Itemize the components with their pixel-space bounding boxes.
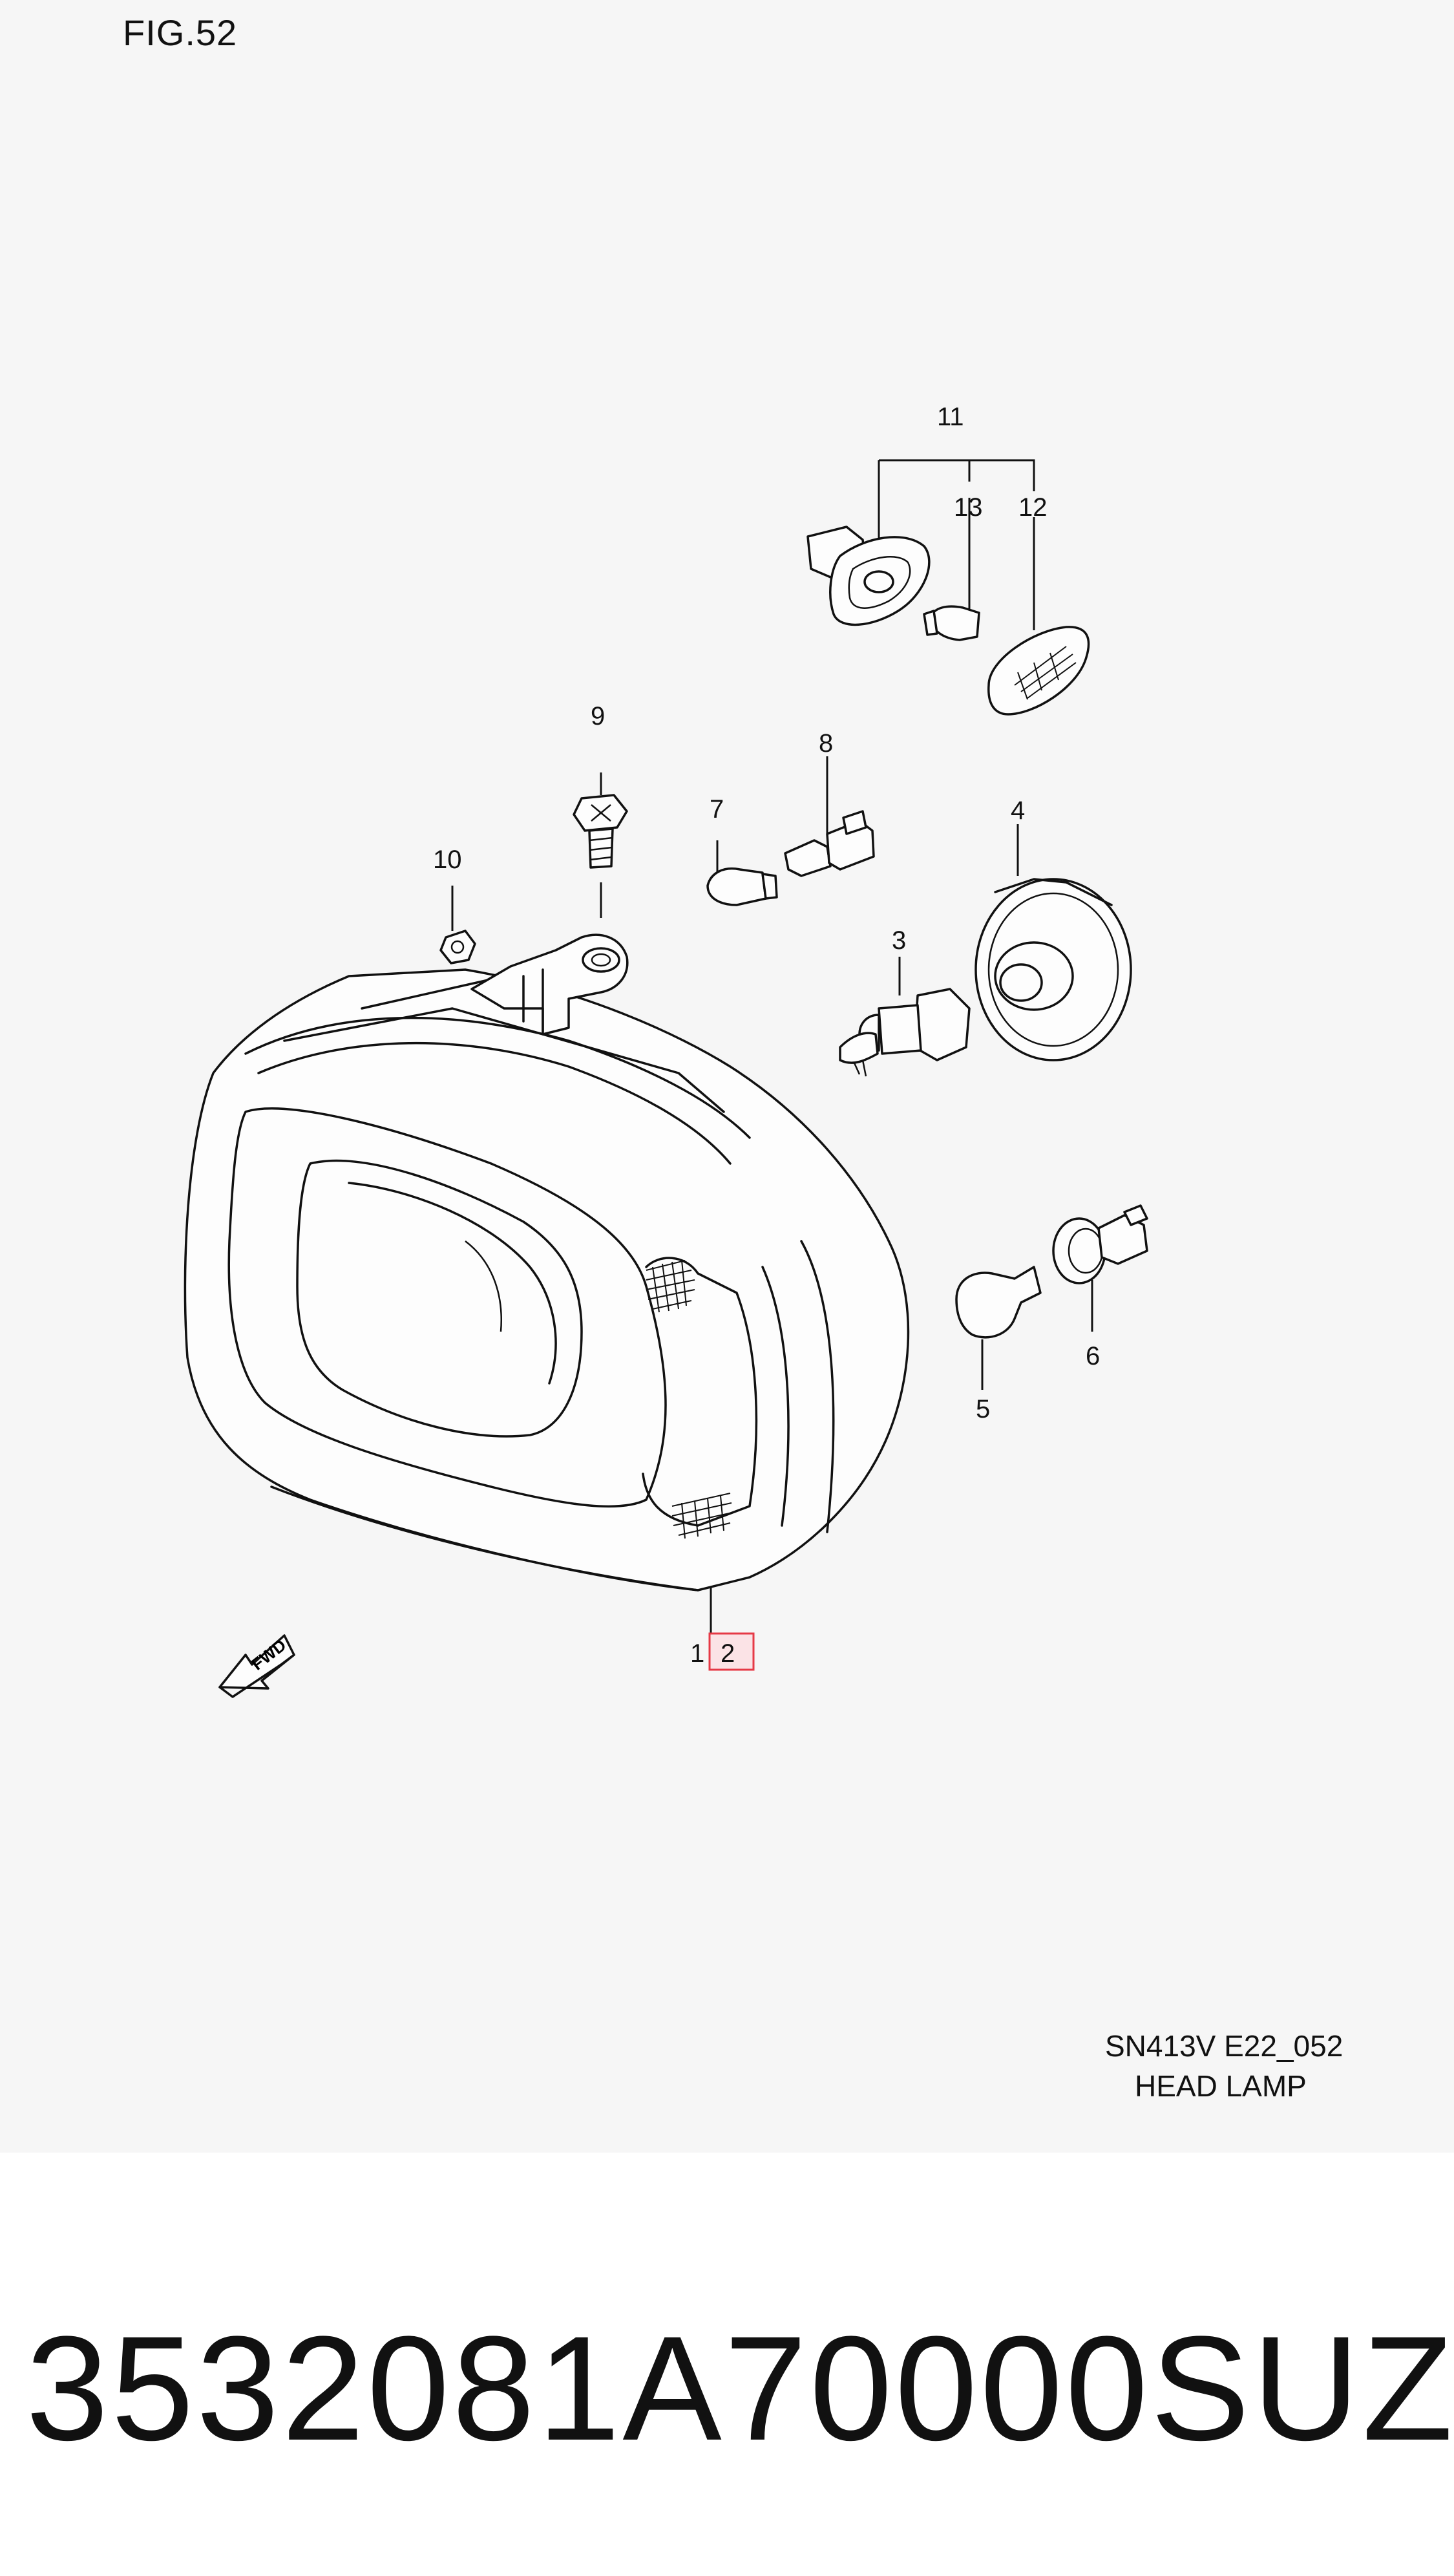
callout-1: 1 bbox=[690, 1639, 705, 1668]
callout-8: 8 bbox=[819, 729, 834, 758]
callout-10: 10 bbox=[433, 846, 462, 874]
bottom-caption: 3532081A70000 SUZUKI bbox=[26, 2305, 1454, 2471]
part-4-bulb-cover bbox=[975, 824, 1132, 1061]
callout-9: 9 bbox=[591, 702, 606, 730]
callout-4: 4 bbox=[1011, 796, 1026, 825]
part-5-turn-bulb bbox=[955, 1266, 1042, 1390]
part-number: 3532081A70000 bbox=[26, 2305, 1151, 2471]
highlight-box bbox=[708, 1632, 755, 1671]
callout-13: 13 bbox=[954, 493, 983, 522]
fwd-arrow-icon: FWD bbox=[218, 1634, 295, 1698]
signal-lens-grid-upper bbox=[646, 1260, 695, 1313]
callout-12: 12 bbox=[1018, 493, 1048, 522]
callout-2: 2 bbox=[721, 1639, 735, 1668]
part-8-bulb-socket bbox=[784, 756, 875, 877]
callout-6: 6 bbox=[1086, 1342, 1101, 1370]
callout-11: 11 bbox=[937, 403, 964, 431]
part-13-wedge-bulb bbox=[923, 498, 980, 641]
exploded-view-drawing: FWD bbox=[184, 459, 1148, 1698]
model-name: HEAD LAMP bbox=[1135, 2069, 1307, 2103]
model-code: SN413V E22_052 bbox=[1105, 2029, 1343, 2063]
brand-name: SUZUKI bbox=[1150, 2305, 1454, 2471]
signal-lens-grid-lower bbox=[671, 1493, 733, 1539]
callout-5: 5 bbox=[976, 1395, 991, 1423]
part-12-side-marker-lens bbox=[987, 517, 1090, 716]
part-11-socket-assembly bbox=[806, 459, 1035, 626]
part-6-turn-socket bbox=[1052, 1204, 1148, 1332]
parts-diagram-area: FIG.52 bbox=[123, 12, 1343, 2103]
callout-7: 7 bbox=[710, 795, 724, 824]
figure-title: FIG.52 bbox=[123, 12, 238, 53]
part-10-clip-nut bbox=[439, 886, 476, 964]
part-3-halogen-bulb bbox=[839, 957, 971, 1077]
part-7-wedge-bulb bbox=[706, 840, 778, 906]
headlamp-housing bbox=[184, 933, 910, 1591]
callout-3: 3 bbox=[892, 926, 907, 955]
part-9-screw bbox=[573, 772, 628, 918]
